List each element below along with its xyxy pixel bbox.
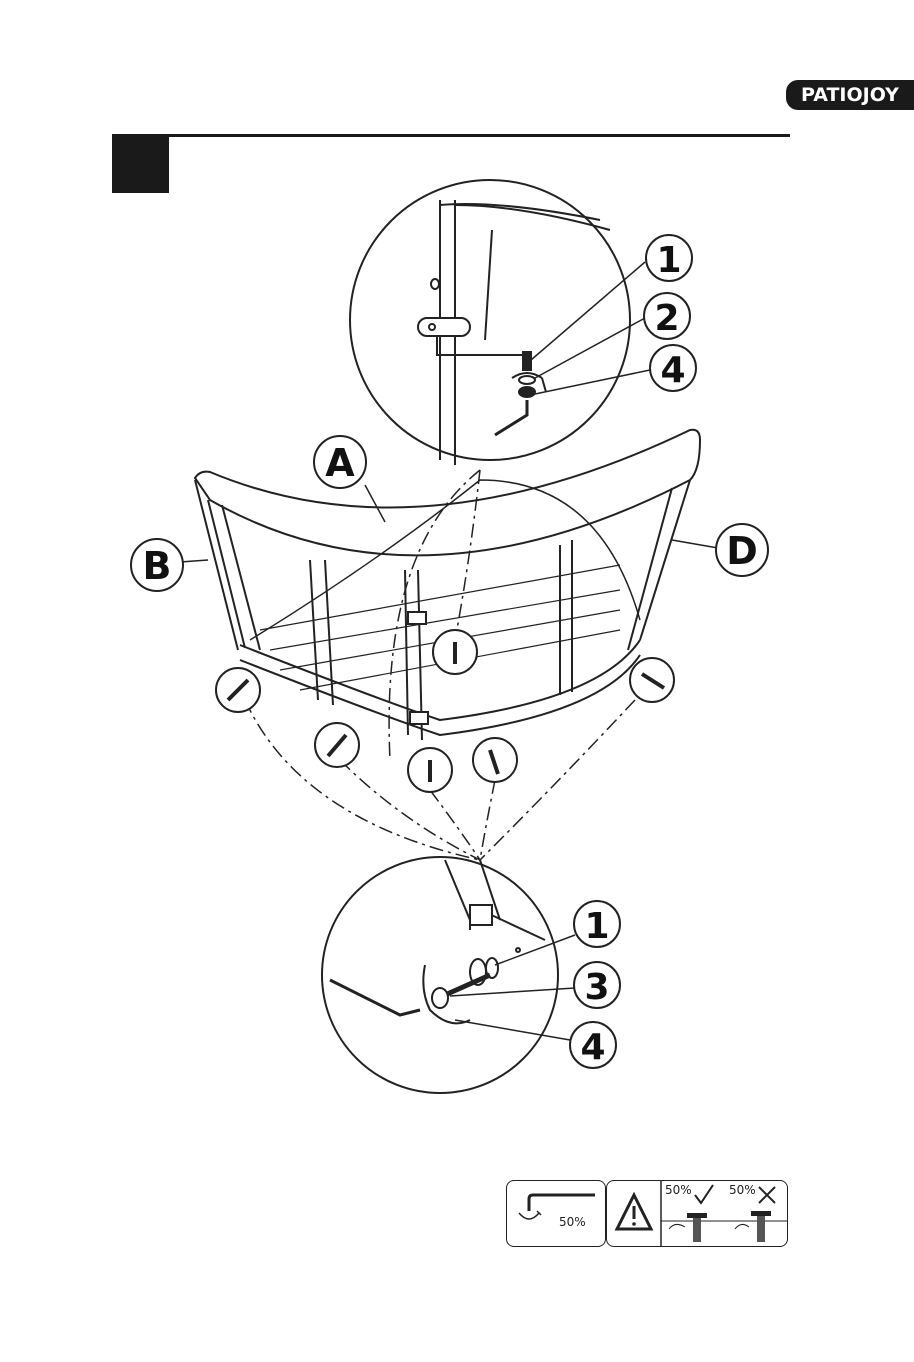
top-callout-1: 1 xyxy=(646,235,692,281)
bolt-circle-2 xyxy=(315,723,359,767)
bottom-number-callouts: 1 3 4 xyxy=(570,901,620,1068)
svg-text:4: 4 xyxy=(660,350,685,391)
top-number-callouts: 1 2 4 xyxy=(644,235,696,391)
correct-bolt-icon xyxy=(669,1213,707,1242)
check-icon xyxy=(695,1185,713,1203)
svg-text:4: 4 xyxy=(580,1027,605,1068)
bad-percent-label: 50% xyxy=(729,1183,756,1197)
warning-icon xyxy=(617,1195,651,1229)
svg-text:B: B xyxy=(143,544,172,588)
bolt-circle-5 xyxy=(473,738,517,782)
bolt-callouts xyxy=(216,630,674,792)
svg-text:3: 3 xyxy=(584,967,609,1008)
bolt-circle-3 xyxy=(433,630,477,674)
warning-hint-box: 50% 50% xyxy=(606,1180,788,1247)
svg-text:1: 1 xyxy=(584,906,609,947)
bottom-detail-circle xyxy=(322,857,575,1093)
tighten-percent-label: 50% xyxy=(559,1215,586,1229)
bolt-circle-6 xyxy=(630,658,674,702)
warning-graphics xyxy=(607,1181,787,1246)
part-label-b: B xyxy=(131,539,208,591)
top-detail-circle xyxy=(350,180,650,465)
top-callout-4: 4 xyxy=(650,345,696,391)
bolt-circle-1 xyxy=(216,668,260,712)
svg-text:1: 1 xyxy=(656,240,681,281)
bottom-callout-4: 4 xyxy=(570,1022,616,1068)
incorrect-bolt-icon xyxy=(735,1211,771,1242)
top-callout-2: 2 xyxy=(644,293,690,339)
svg-text:A: A xyxy=(325,441,355,485)
good-percent-label: 50% xyxy=(665,1183,692,1197)
bottom-callout-3: 3 xyxy=(574,962,620,1008)
bottom-callout-1: 1 xyxy=(574,901,620,947)
cross-icon xyxy=(759,1187,775,1203)
svg-text:2: 2 xyxy=(654,298,679,339)
bolt-circle-4 xyxy=(408,748,452,792)
tighten-hint-box: 50% xyxy=(506,1180,606,1247)
chair-frame xyxy=(195,430,700,740)
hex-key-icon xyxy=(507,1181,605,1246)
part-label-d: D xyxy=(672,524,768,576)
svg-text:D: D xyxy=(726,529,758,573)
